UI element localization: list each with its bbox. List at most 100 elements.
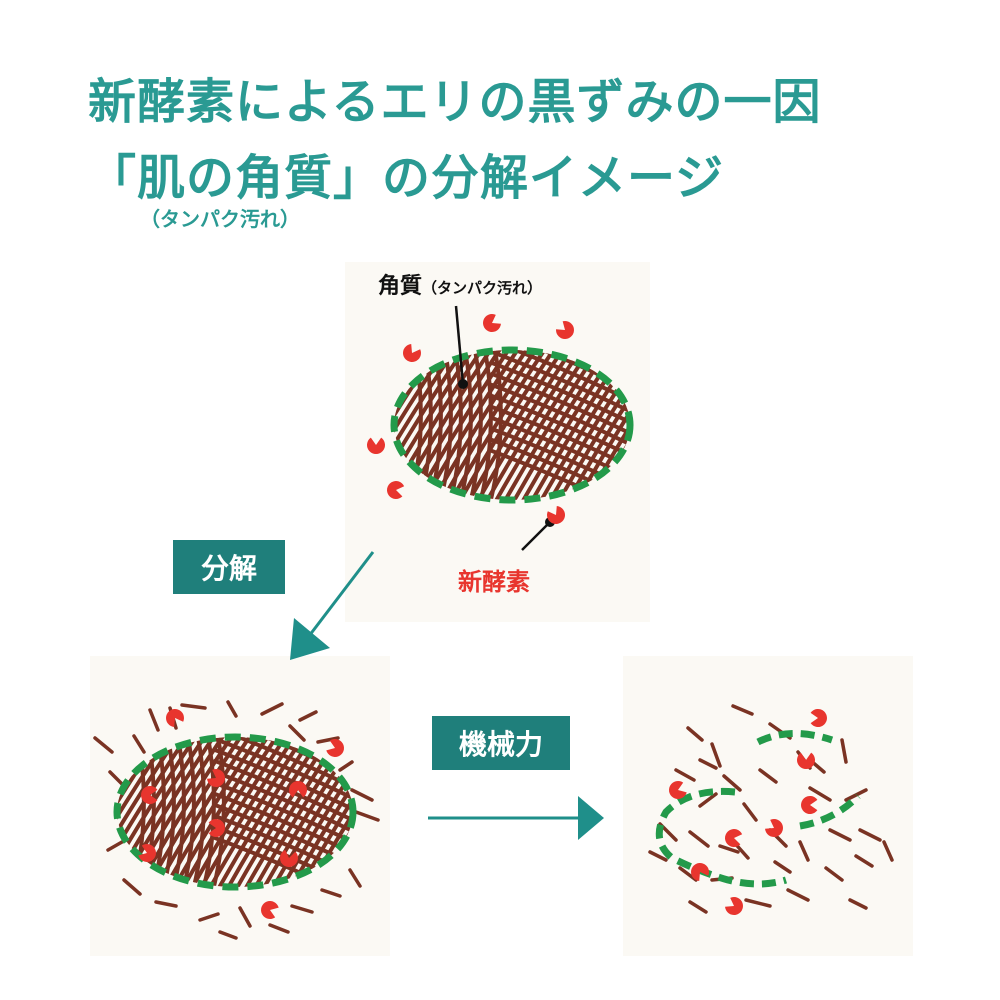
keratin-fragment	[338, 760, 354, 772]
keratin-fragment	[350, 788, 374, 802]
keratin-label: 角質（タンパク汚れ）	[378, 268, 542, 300]
keratin-fragment	[180, 703, 207, 710]
enzyme-pacman-icon	[765, 818, 783, 837]
enzyme-pacman-icon	[208, 819, 225, 837]
enzyme-pacman-icon	[386, 481, 405, 499]
keratin-fiber	[213, 737, 353, 800]
enzyme-leader-line	[521, 521, 551, 551]
enzyme-pacman-icon	[810, 709, 827, 727]
keratin-fiber	[490, 372, 630, 446]
keratin-fragment	[198, 912, 220, 922]
enzyme-pacman-icon	[801, 796, 818, 814]
keratin-fiber	[213, 836, 353, 887]
keratin-fragment	[808, 786, 832, 802]
keratin-fiber	[490, 405, 630, 479]
keratin-fragment	[106, 840, 124, 852]
membrane-piece	[756, 729, 834, 746]
keratin-fragment	[773, 860, 792, 874]
enzyme-group	[138, 314, 827, 919]
keratin-label-sub: （タンパク汚れ）	[422, 279, 543, 297]
keratin-fragment	[744, 898, 772, 908]
keratin-fragment	[786, 888, 810, 902]
decompose-arrow-shaft	[304, 551, 375, 641]
enzyme-pacman-icon	[261, 901, 279, 919]
keratin-label-main: 角質	[378, 274, 423, 299]
keratin-fragment	[93, 736, 114, 754]
keratin-fragment	[840, 738, 848, 764]
enzyme-pacman-icon	[207, 768, 226, 787]
keratin-fiber	[490, 416, 630, 490]
keratin-fiber	[213, 803, 353, 877]
keratin-fragment	[798, 840, 810, 862]
enzyme-pacman-icon	[367, 437, 386, 454]
arrow-down-left-icon	[290, 618, 330, 660]
keratin-fiber	[490, 449, 630, 500]
keratin-fragment	[260, 702, 284, 716]
keratin-fragment	[686, 726, 704, 742]
keratin-fragment	[132, 734, 146, 754]
title-line-1: 新酵素によるエリの黒ずみの一因	[88, 74, 822, 130]
keratin-fragment	[742, 802, 758, 822]
enzyme-pacman-icon	[669, 781, 687, 800]
keratin-fiber	[198, 737, 216, 887]
keratin-fragment	[844, 788, 868, 802]
keratin-fiber	[490, 361, 630, 435]
keratin-fragment	[758, 768, 778, 784]
keratin-fragment	[316, 736, 340, 744]
keratin-fragment	[882, 840, 894, 862]
enzyme-pacman-icon	[280, 849, 298, 867]
enzyme-pacman-icon	[725, 828, 743, 847]
keratin-fiber	[213, 814, 353, 887]
enzyme-pacman-icon	[403, 344, 422, 363]
enzyme-pacman-icon	[691, 863, 709, 881]
keratin-leader-dot	[458, 379, 468, 389]
decompose-step-tag: 分解	[173, 540, 285, 594]
keratin-fragment	[348, 868, 362, 888]
keratin-fiber	[490, 350, 630, 402]
enzyme-label: 新酵素	[458, 568, 530, 596]
keratin-fragment	[122, 878, 142, 896]
keratin-fragment	[718, 844, 740, 854]
keratin-fiber	[490, 350, 630, 424]
keratin-fiber	[465, 350, 483, 500]
keratin-fragment	[238, 906, 252, 928]
enzyme-pacman-icon	[166, 709, 185, 727]
keratin-fragment	[320, 888, 342, 898]
keratin-fragment	[854, 854, 874, 868]
enzyme-pacman-icon	[138, 844, 156, 862]
keratin-fiber	[213, 737, 353, 789]
title-line-2: 「肌の角質」の分解イメージ	[88, 150, 725, 206]
keratin-fragment	[848, 898, 868, 910]
enzyme-pacman-icon	[797, 752, 816, 769]
keratin-fragment	[354, 810, 380, 822]
keratin-fiber	[208, 737, 226, 887]
enzyme-pacman-icon	[725, 896, 744, 915]
arrow-right-icon	[578, 796, 604, 840]
keratin-leader-line	[454, 305, 465, 385]
enzyme-pacman-icon	[326, 739, 344, 758]
keratin-fiber	[490, 383, 630, 457]
keratin-fiber	[475, 350, 493, 500]
keratin-fragment	[268, 923, 290, 934]
keratin-fragment	[290, 904, 314, 914]
keratin-fragment	[710, 742, 722, 768]
enzyme-pacman-icon	[556, 321, 574, 340]
keratin-fiber	[213, 770, 353, 844]
enzyme-pacman-icon	[288, 781, 307, 798]
keratin-fragment	[288, 724, 306, 742]
keratin-fiber	[490, 394, 630, 468]
keratin-fragment	[298, 710, 318, 722]
keratin-fragments	[648, 704, 894, 914]
keratin-fragment	[688, 900, 708, 914]
keratin-fiber	[485, 350, 503, 500]
keratin-fragment	[828, 828, 852, 842]
keratin-fragment	[154, 900, 178, 908]
keratin-fragment	[698, 792, 718, 808]
mechanical-force-step-tag: 機械力	[432, 716, 570, 770]
title-ruby-note: （タンパク汚れ）	[140, 207, 300, 231]
keratin-fiber	[490, 438, 630, 500]
keratin-fiber	[213, 792, 353, 866]
membrane-piece	[799, 793, 861, 830]
enzyme-pacman-icon	[140, 785, 158, 804]
